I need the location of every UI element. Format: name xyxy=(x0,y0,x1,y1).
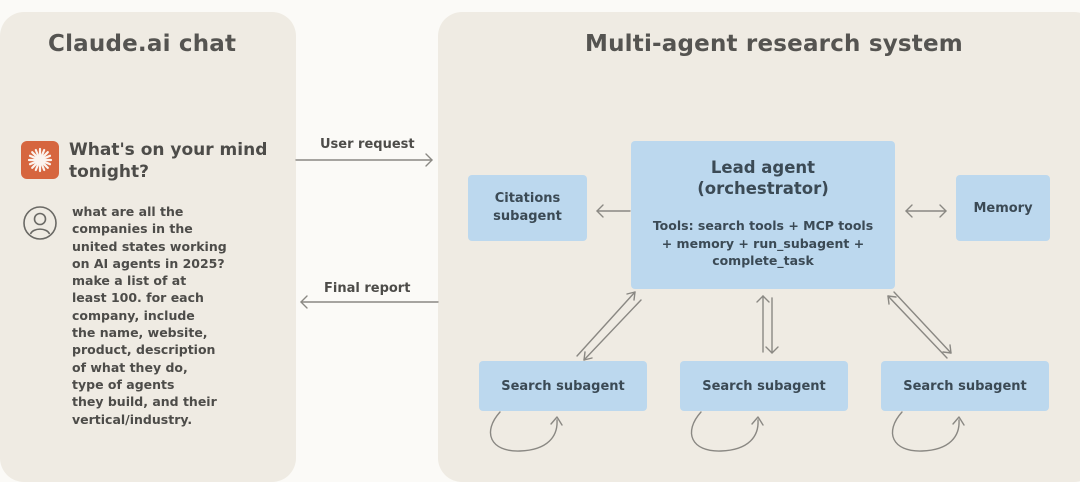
subagent-1-loop xyxy=(489,411,563,452)
lead-to-citations-arrow xyxy=(596,204,631,218)
lead-agent-title: Lead agent (orchestrator) xyxy=(697,158,829,198)
citations-subagent-box: Citations subagent xyxy=(468,175,587,241)
prompt-heading: What's on your mind tonight? xyxy=(69,140,268,182)
multi-agent-title: Multi-agent research system xyxy=(585,31,963,57)
search-subagent-box: Search subagent xyxy=(680,361,848,411)
lead-subagent-2-arrows xyxy=(756,295,779,354)
subagent-3-loop xyxy=(891,411,965,452)
subagent-2-loop xyxy=(690,411,764,452)
final-report-arrow xyxy=(300,295,439,309)
user-request-label: User request xyxy=(320,137,415,152)
search-subagent-box: Search subagent xyxy=(479,361,647,411)
lead-subagent-1-arrows xyxy=(576,291,642,361)
claude-chat-panel xyxy=(0,12,296,482)
memory-box: Memory xyxy=(956,175,1050,241)
user-avatar-icon xyxy=(22,205,58,241)
lead-agent-tools: Tools: search tools + MCP tools + memory… xyxy=(652,218,874,268)
lead-subagent-3-arrows xyxy=(887,291,952,359)
claude-chat-title: Claude.ai chat xyxy=(48,31,237,57)
user-message: what are all the companies in the united… xyxy=(72,204,227,427)
claude-logo-icon xyxy=(21,141,59,179)
lead-memory-arrow xyxy=(905,204,947,218)
search-subagent-box: Search subagent xyxy=(881,361,1049,411)
connector-arrows xyxy=(295,153,965,452)
user-request-arrow xyxy=(295,153,433,167)
final-report-label: Final report xyxy=(324,281,411,296)
lead-agent-box: Lead agent (orchestrator) Tools: search … xyxy=(631,141,895,289)
